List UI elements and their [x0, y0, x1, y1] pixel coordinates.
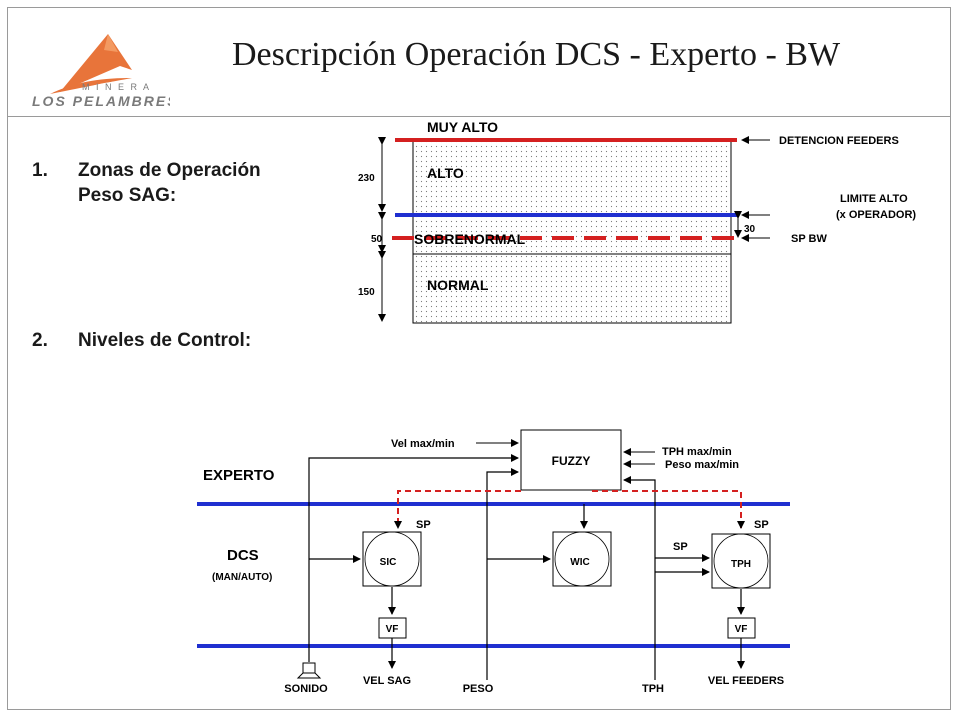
sp-sic-dashed-line	[394, 490, 521, 529]
logo-bottom-text: LOS PELAMBRES	[32, 93, 170, 109]
sic-circle	[364, 531, 420, 587]
zone-normal: NORMAL	[427, 277, 489, 293]
section-2-line1: Niveles de Control:	[78, 330, 252, 351]
fuzzy-label: FUZZY	[552, 454, 591, 468]
tph-block-label: TPH	[731, 559, 751, 570]
zones-diagram: MUY ALTO ALTO SOBRENORMAL NORMAL 230 50 …	[358, 119, 916, 324]
tph-maxmin-label: TPH max/min	[662, 446, 732, 458]
tph-to-fuzzy-line	[623, 476, 656, 680]
fuzzy-block	[520, 429, 622, 491]
dim-230-label: 230	[358, 173, 375, 184]
man-auto-label: (MAN/AUTO)	[212, 572, 272, 583]
weight-tank	[412, 139, 732, 324]
peso-maxmin-label: Peso max/min	[665, 459, 739, 471]
zone-muy-alto: MUY ALTO	[427, 119, 498, 135]
slide-frame	[7, 7, 951, 710]
section-1-line1: Zonas de Operación	[78, 160, 261, 181]
sp-tph-dashed-line	[592, 490, 745, 529]
sonido-label: SONIDO	[284, 683, 328, 695]
experto-label: EXPERTO	[203, 467, 275, 484]
section-1-number: 1.	[32, 160, 48, 181]
logo-top-text: M I N E R A	[82, 82, 151, 92]
sp-bw-label: SP BW	[791, 233, 827, 245]
logo-mountain-icon	[50, 34, 132, 94]
vel-feeders-label: VEL FEEDERS	[708, 675, 784, 687]
limite-alto-label-2: (x OPERADOR)	[836, 209, 916, 221]
wic-circle	[554, 531, 610, 587]
vf-right-label: VF	[735, 624, 748, 635]
header-divider	[8, 116, 950, 117]
zone-alto: ALTO	[427, 165, 464, 181]
speaker-icon	[296, 662, 322, 679]
section-2-number: 2.	[32, 330, 48, 351]
dim-30-label: 30	[744, 224, 756, 235]
minera-logo: M I N E R A LOS PELAMBRES	[32, 34, 170, 109]
tph-circle	[713, 533, 769, 589]
wic-label: WIC	[570, 557, 589, 568]
page-title: Descripción Operación DCS - Experto - BW	[232, 36, 841, 73]
detencion-label: DETENCION FEEDERS	[779, 135, 899, 147]
sp-mid-label: SP	[673, 541, 688, 553]
tph-block	[711, 533, 771, 589]
vf-left-label: VF	[386, 624, 399, 635]
dim-50-label: 50	[371, 234, 383, 245]
sic-label: SIC	[380, 557, 397, 568]
limite-alto-label-1: LIMITE ALTO	[840, 193, 908, 205]
sp-right-label: SP	[754, 519, 769, 531]
dim-150-label: 150	[358, 287, 375, 298]
control-diagram: EXPERTO DCS (MAN/AUTO) FUZZY Vel max/min…	[197, 429, 790, 695]
vel-sag-label: VEL SAG	[363, 675, 411, 687]
zone-sobrenormal: SOBRENORMAL	[414, 231, 526, 247]
dcs-label: DCS	[227, 547, 259, 564]
sp-left-label: SP	[416, 519, 431, 531]
vel-maxmin-label: Vel max/min	[391, 438, 455, 450]
tph-bottom-label: TPH	[642, 683, 664, 695]
peso-to-fuzzy-line	[486, 468, 519, 680]
wic-block	[552, 531, 612, 587]
sonido-to-fuzzy-line	[308, 454, 519, 662]
section-1-line2: Peso SAG:	[78, 185, 177, 206]
peso-label: PESO	[463, 683, 494, 695]
